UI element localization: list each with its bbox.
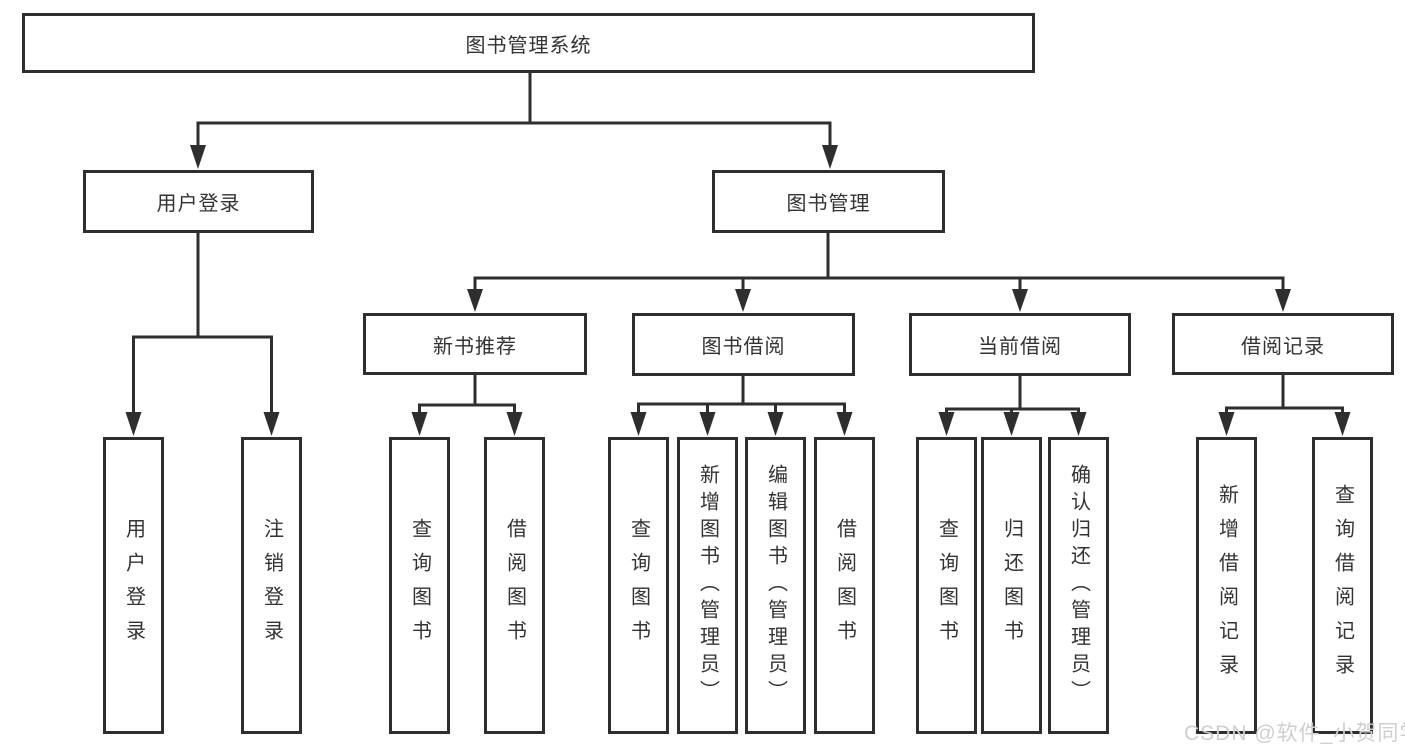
leaf-current-confirm-return-admin-label: 确认归还（管理员） [1067, 464, 1090, 707]
node-root-label: 图书管理系统 [465, 34, 592, 57]
watermark: CSDN @软件_小贺同学 [1184, 722, 1405, 745]
leaf-borrow-query-books: 查询图书 [608, 437, 669, 734]
leaf-logout-label: 注销登录 [260, 517, 283, 654]
leaf-recommend-query-books-label: 查询图书 [408, 517, 431, 654]
leaf-logout: 注销登录 [241, 437, 302, 734]
node-user-login-label: 用户登录 [156, 193, 241, 215]
node-current-borrow: 当前借阅 [909, 313, 1131, 376]
leaf-borrow-borrow-books-label: 借阅图书 [833, 517, 856, 654]
leaf-records-query-record-label: 查询借阅记录 [1331, 483, 1354, 688]
leaf-user-login-label: 用户登录 [122, 517, 145, 654]
leaf-records-query-record: 查询借阅记录 [1312, 437, 1373, 734]
leaf-user-login: 用户登录 [103, 437, 164, 734]
node-current-borrow-label: 当前借阅 [978, 336, 1062, 358]
leaf-borrow-edit-books-admin-label: 编辑图书（管理员） [764, 464, 787, 707]
leaf-borrow-add-books-admin: 新增图书（管理员） [677, 437, 738, 734]
leaf-recommend-query-books: 查询图书 [389, 437, 450, 734]
node-borrow-records-label: 借阅记录 [1241, 335, 1325, 358]
node-book-borrow-label: 图书借阅 [701, 336, 786, 358]
node-borrow-records: 借阅记录 [1172, 313, 1394, 375]
node-user-login: 用户登录 [83, 170, 314, 233]
node-book-management-label: 图书管理 [786, 193, 871, 215]
leaf-recommend-borrow-books-label: 借阅图书 [503, 517, 526, 654]
leaf-current-return-books-label: 归还图书 [1000, 517, 1023, 654]
node-root: 图书管理系统 [22, 13, 1035, 73]
leaf-borrow-query-books-label: 查询图书 [627, 517, 650, 654]
leaf-borrow-add-books-admin-label: 新增图书（管理员） [696, 464, 719, 707]
node-new-book-recommend: 新书推荐 [363, 313, 587, 375]
leaf-current-confirm-return-admin: 确认归还（管理员） [1048, 437, 1109, 734]
leaf-records-add-record: 新增借阅记录 [1196, 437, 1257, 734]
leaf-current-return-books: 归还图书 [981, 437, 1042, 734]
leaf-borrow-edit-books-admin: 编辑图书（管理员） [745, 437, 806, 734]
node-new-book-recommend-label: 新书推荐 [433, 335, 517, 358]
leaf-current-query-books-label: 查询图书 [935, 517, 958, 654]
leaf-borrow-borrow-books: 借阅图书 [814, 437, 875, 734]
leaf-recommend-borrow-books: 借阅图书 [484, 437, 545, 734]
node-book-management: 图书管理 [712, 170, 945, 233]
leaf-records-add-record-label: 新增借阅记录 [1215, 483, 1238, 688]
node-book-borrow: 图书借阅 [632, 313, 855, 376]
leaf-current-query-books: 查询图书 [916, 437, 977, 734]
